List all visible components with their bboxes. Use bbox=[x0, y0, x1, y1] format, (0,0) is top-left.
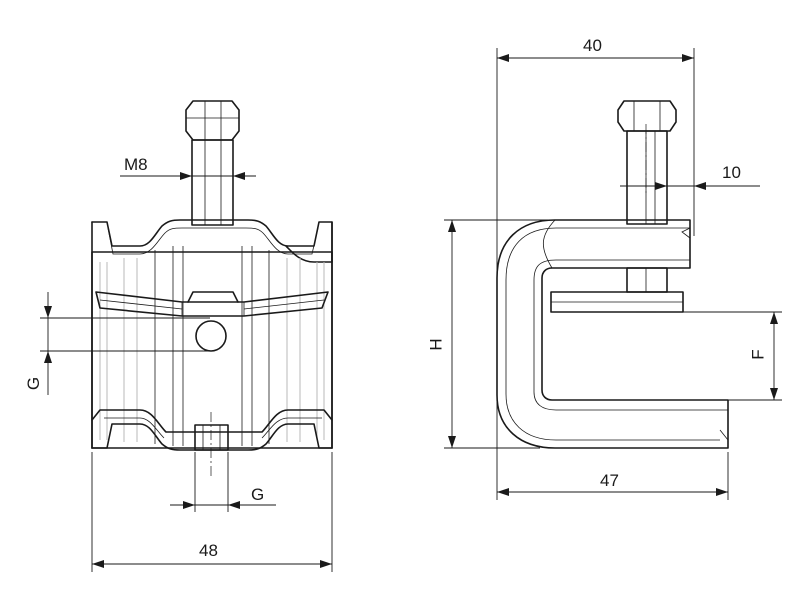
dim-g-bottom bbox=[170, 452, 276, 512]
label-10: 10 bbox=[722, 163, 741, 182]
label-48: 48 bbox=[199, 541, 218, 560]
side-clamp-body bbox=[496, 219, 729, 449]
dim-47 bbox=[497, 452, 729, 500]
front-bolt-shank bbox=[191, 139, 234, 226]
label-47: 47 bbox=[600, 471, 619, 490]
front-view bbox=[40, 100, 333, 572]
dim-g-left bbox=[40, 292, 210, 395]
front-body-bands bbox=[99, 246, 325, 446]
front-pressure-plate bbox=[95, 291, 329, 317]
front-hole bbox=[195, 320, 227, 352]
side-view bbox=[444, 48, 782, 500]
front-upper-jaw bbox=[91, 219, 333, 263]
side-bolt-stub bbox=[626, 267, 668, 293]
label-g-bottom: G bbox=[251, 485, 265, 504]
label-40: 40 bbox=[583, 36, 602, 55]
dim-h bbox=[444, 219, 552, 449]
side-bolt-shank bbox=[626, 130, 668, 225]
label-g-left: G bbox=[24, 376, 44, 391]
dim-m8 bbox=[120, 172, 256, 180]
front-bolt-head bbox=[185, 100, 240, 141]
label-f: F bbox=[748, 349, 768, 360]
front-lower-stub bbox=[194, 424, 229, 451]
dim-40 bbox=[496, 48, 695, 500]
front-lower-jaw bbox=[91, 423, 333, 451]
side-bolt-head bbox=[617, 100, 677, 132]
front-bolt-tip bbox=[187, 291, 239, 303]
dim-48 bbox=[91, 452, 333, 572]
dim-f bbox=[683, 311, 782, 401]
label-m8: M8 bbox=[124, 155, 148, 174]
label-h: H bbox=[426, 338, 446, 351]
dim-10 bbox=[620, 182, 760, 190]
